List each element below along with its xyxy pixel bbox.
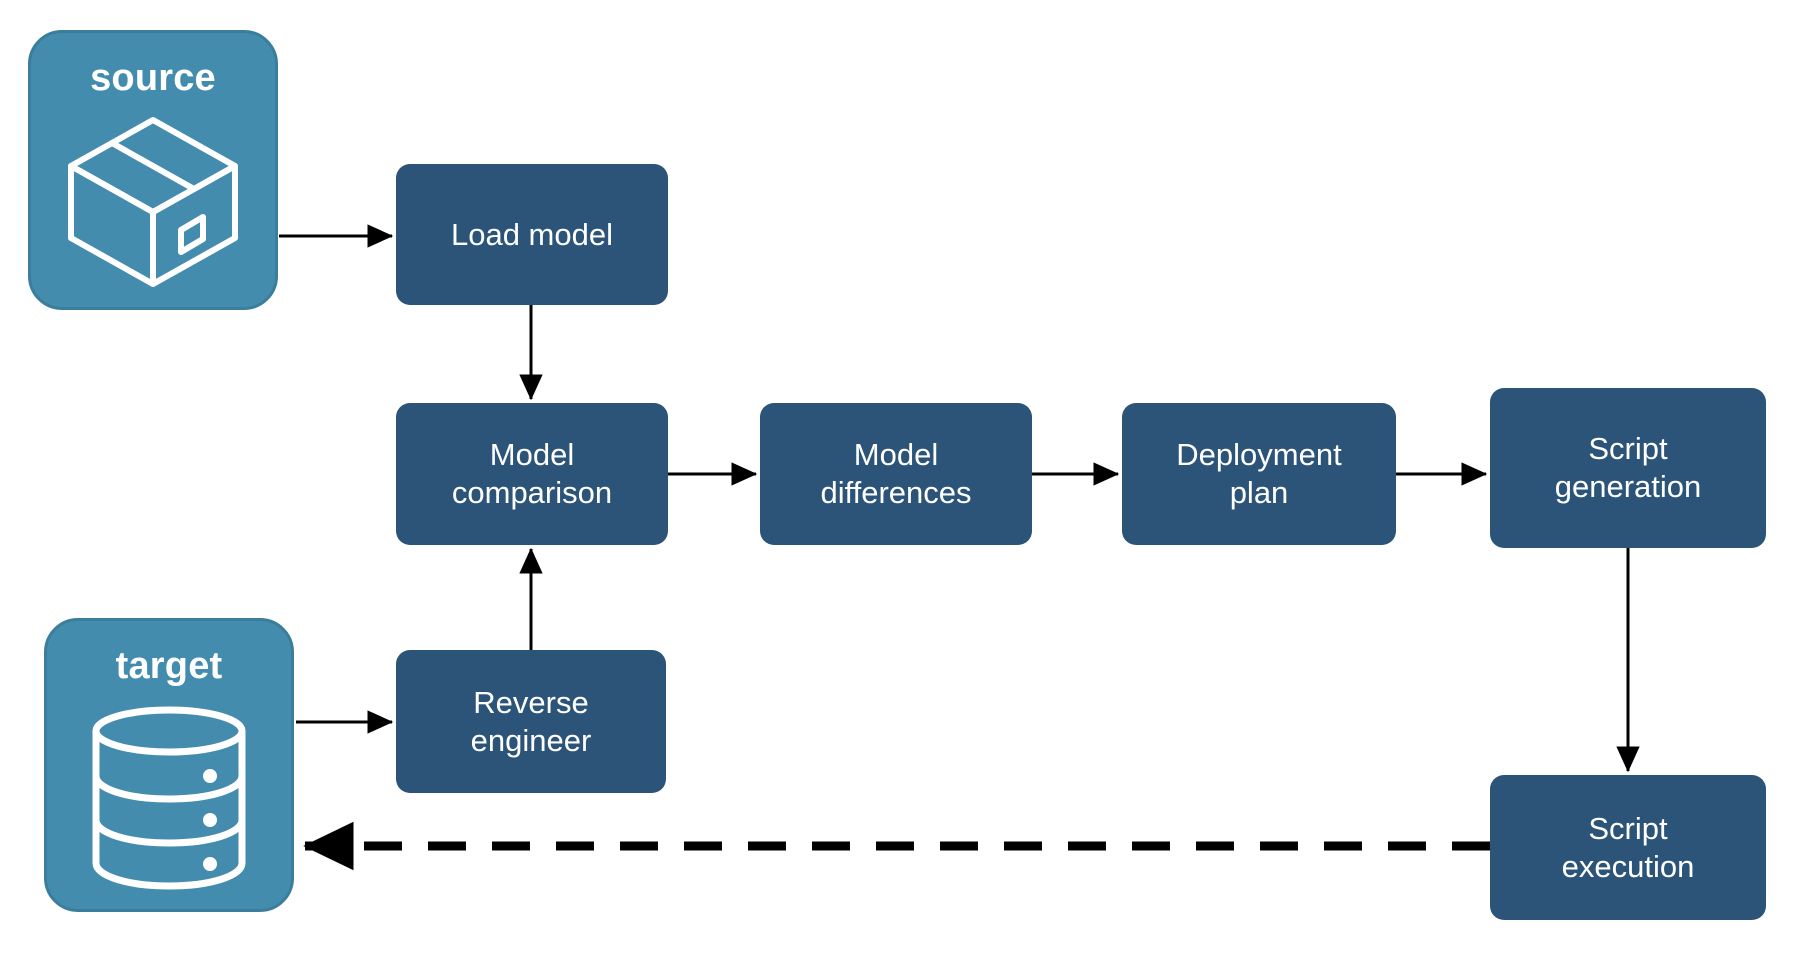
process-line: execution	[1561, 848, 1695, 884]
endpoint-target[interactable]: target	[44, 618, 294, 912]
process-deployment-plan-text: Deployment plan	[1176, 436, 1341, 512]
process-line: Reverse	[473, 684, 589, 720]
process-model-differences[interactable]: Model differences	[760, 403, 1032, 545]
process-line: plan	[1229, 475, 1289, 510]
process-script-generation-text: Script generation	[1555, 430, 1702, 506]
process-line: differences	[820, 475, 972, 510]
process-model-comparison-text: Model comparison	[452, 436, 612, 512]
process-line: Model	[853, 437, 939, 473]
process-script-execution-text: Script execution	[1562, 810, 1695, 886]
process-line: engineer	[470, 722, 592, 758]
process-line: Script	[1588, 431, 1668, 467]
process-deployment-plan[interactable]: Deployment plan	[1122, 403, 1396, 545]
process-model-differences-text: Model differences	[820, 436, 971, 512]
database-cylinder-icon	[47, 685, 291, 909]
process-load-model[interactable]: Load model	[396, 164, 668, 305]
endpoint-source[interactable]: source	[28, 30, 278, 310]
process-line: Deployment	[1176, 437, 1342, 473]
process-line: generation	[1554, 469, 1702, 504]
process-model-comparison[interactable]: Model comparison	[396, 403, 668, 545]
process-reverse-engineer[interactable]: Reverse engineer	[396, 650, 666, 793]
process-line: Model	[489, 437, 575, 473]
process-line: Script	[1588, 810, 1668, 846]
package-box-icon	[31, 97, 275, 307]
process-line: comparison	[451, 475, 613, 510]
endpoint-source-label: source	[90, 57, 216, 99]
process-line: Load model	[450, 216, 613, 252]
process-script-execution[interactable]: Script execution	[1490, 775, 1766, 920]
process-reverse-engineer-text: Reverse engineer	[471, 684, 592, 760]
process-script-generation[interactable]: Script generation	[1490, 388, 1766, 548]
process-load-model-text: Load model	[451, 216, 613, 254]
endpoint-target-label: target	[115, 645, 223, 687]
